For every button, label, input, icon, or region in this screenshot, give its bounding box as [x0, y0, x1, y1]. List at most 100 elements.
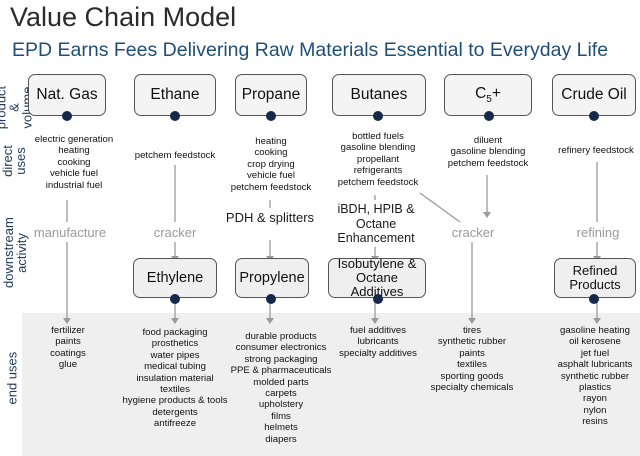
end-use-item: fuel additives — [350, 325, 406, 336]
page-title: Value Chain Model — [10, 2, 237, 32]
end-use-item: synthetic rubber — [560, 370, 630, 382]
end-use-item: insulation material — [136, 372, 214, 384]
intermediate-box-isobutylene: Isobutylene & Octane Additives — [328, 256, 426, 299]
intermediate-label: Isobutylene & Octane Additives — [337, 256, 417, 299]
end-use-item: molded parts — [253, 376, 309, 388]
downstream-c5: cracker — [451, 225, 495, 240]
direct-use-item: diluent — [473, 135, 503, 146]
end-use-item: paints — [459, 347, 485, 359]
end-use-item: nylon — [583, 404, 607, 416]
end-use-item: hygiene products & tools — [122, 395, 228, 407]
end-use-item: specialty chemicals — [430, 382, 514, 394]
end-use-item: durable products — [245, 331, 317, 342]
product-dot — [589, 111, 599, 121]
direct-use-item: cooking — [57, 156, 91, 168]
direct-use-item: cooking — [254, 147, 288, 159]
direct-use-item: gasoline blending — [340, 142, 416, 154]
end-use-item: lubricants — [357, 336, 399, 348]
direct-uses-butanes: bottled fuels gasoline blending propella… — [330, 131, 426, 188]
direct-use-item: gasoline blending — [450, 146, 526, 158]
end-use-item: specialty additives — [339, 347, 417, 359]
end-uses-propylene: durable products consumer electronics st… — [222, 331, 340, 445]
product-box-butanes: Butanes — [332, 74, 426, 116]
end-uses-isobutylene: fuel additives lubricants specialty addi… — [330, 325, 426, 359]
end-uses-ethylene: food packaging prosthetics water pipes m… — [118, 327, 232, 430]
downstream-nat-gas: manufacture — [33, 225, 107, 240]
direct-use-item: petchem feedstock — [337, 176, 419, 188]
direct-uses-nat-gas: electric generation heating cooking vehi… — [22, 134, 126, 191]
intermediate-box-refined-products: Refined Products — [554, 258, 636, 298]
intermediate-label: Refined Products — [569, 263, 621, 292]
intermediate-dot — [266, 294, 276, 304]
end-use-item: resins — [582, 416, 608, 428]
end-use-item: carpets — [265, 388, 297, 400]
product-box-ethane: Ethane — [134, 74, 216, 116]
end-use-item: films — [271, 410, 291, 422]
end-uses-refined-products: gasoline heating oil kerosene jet fuel a… — [550, 325, 640, 428]
direct-use-item: petchem feedstock — [447, 157, 529, 169]
end-use-item: paints — [55, 336, 81, 348]
direct-use-item: crop drying — [247, 158, 295, 170]
end-use-item: fertilizer — [51, 325, 85, 336]
direct-use-item: heating — [58, 145, 90, 157]
product-dot — [373, 111, 383, 121]
end-use-item: helmets — [264, 422, 298, 434]
direct-use-item: refrigerants — [353, 165, 403, 177]
downstream-ethane: cracker — [153, 225, 197, 240]
end-uses-band — [22, 313, 640, 456]
end-use-item: textiles — [457, 359, 487, 371]
direct-use-item: vehicle fuel — [50, 168, 98, 180]
product-label: Butanes — [350, 86, 408, 103]
end-use-item: asphalt lubricants — [557, 359, 633, 371]
end-use-item: sporting goods — [440, 370, 504, 382]
direct-use-item: bottled fuels — [352, 131, 404, 142]
direct-uses-ethane: petchem feedstock — [125, 150, 225, 161]
direct-uses-propane: heating cooking crop drying vehicle fuel… — [222, 136, 320, 193]
end-use-item: consumer electronics — [235, 342, 327, 354]
c5-subscript: 5 — [486, 94, 492, 106]
c5-name: C — [475, 84, 487, 102]
end-uses-c5: tires synthetic rubber paints textiles s… — [424, 325, 520, 393]
end-use-item: upholstery — [258, 399, 304, 411]
intermediate-dot — [589, 294, 599, 304]
product-label: Nat. Gas — [36, 86, 98, 103]
product-dot — [484, 111, 494, 121]
end-use-item: detergents — [152, 406, 198, 418]
product-box-propane: Propane — [235, 74, 307, 116]
product-dot — [170, 111, 180, 121]
end-use-item: water pipes — [150, 349, 200, 361]
intermediate-dot — [170, 294, 180, 304]
product-label: Crude Oil — [561, 86, 627, 103]
direct-use-item: propellant — [356, 153, 400, 165]
end-uses-nat-gas: fertilizer paints coatings glue — [30, 325, 106, 371]
direct-uses-c5: diluent gasoline blending petchem feedst… — [440, 135, 536, 169]
direct-use-item: petchem feedstock — [134, 150, 216, 161]
c5-suffix: + — [491, 84, 501, 102]
end-use-item: plastics — [579, 382, 611, 394]
intermediate-dot — [373, 294, 383, 304]
direct-use-item: heating — [255, 136, 287, 147]
downstream-propane: PDH & splitters — [225, 210, 315, 225]
intermediate-box-propylene: Propylene — [235, 258, 309, 298]
direct-use-item: industrial fuel — [45, 179, 103, 191]
intermediate-box-ethylene: Ethylene — [133, 258, 217, 298]
end-use-item: antifreeze — [153, 418, 197, 430]
direct-use-item: petchem feedstock — [230, 181, 312, 193]
end-use-item: diapers — [265, 433, 297, 445]
direct-use-item: electric generation — [34, 134, 114, 145]
end-use-item: coatings — [50, 347, 86, 359]
end-use-item: tires — [462, 325, 482, 336]
end-use-item: glue — [58, 359, 78, 371]
direct-uses-crude-oil: refinery feedstock — [552, 145, 640, 156]
downstream-crude-oil: refining — [576, 225, 620, 240]
end-use-item: jet fuel — [580, 347, 610, 359]
end-use-item: rayon — [583, 393, 607, 405]
end-use-item: PPE & pharmaceuticals — [230, 365, 332, 377]
intermediate-label: Ethylene — [146, 270, 204, 286]
intermediate-label: Propylene — [239, 270, 305, 286]
product-box-crude-oil: Crude Oil — [552, 74, 636, 116]
product-label: C5+ — [475, 85, 501, 105]
end-use-item: prosthetics — [151, 338, 199, 350]
page-subtitle: EPD Earns Fees Delivering Raw Materials … — [12, 39, 609, 61]
product-label: Ethane — [150, 86, 200, 103]
